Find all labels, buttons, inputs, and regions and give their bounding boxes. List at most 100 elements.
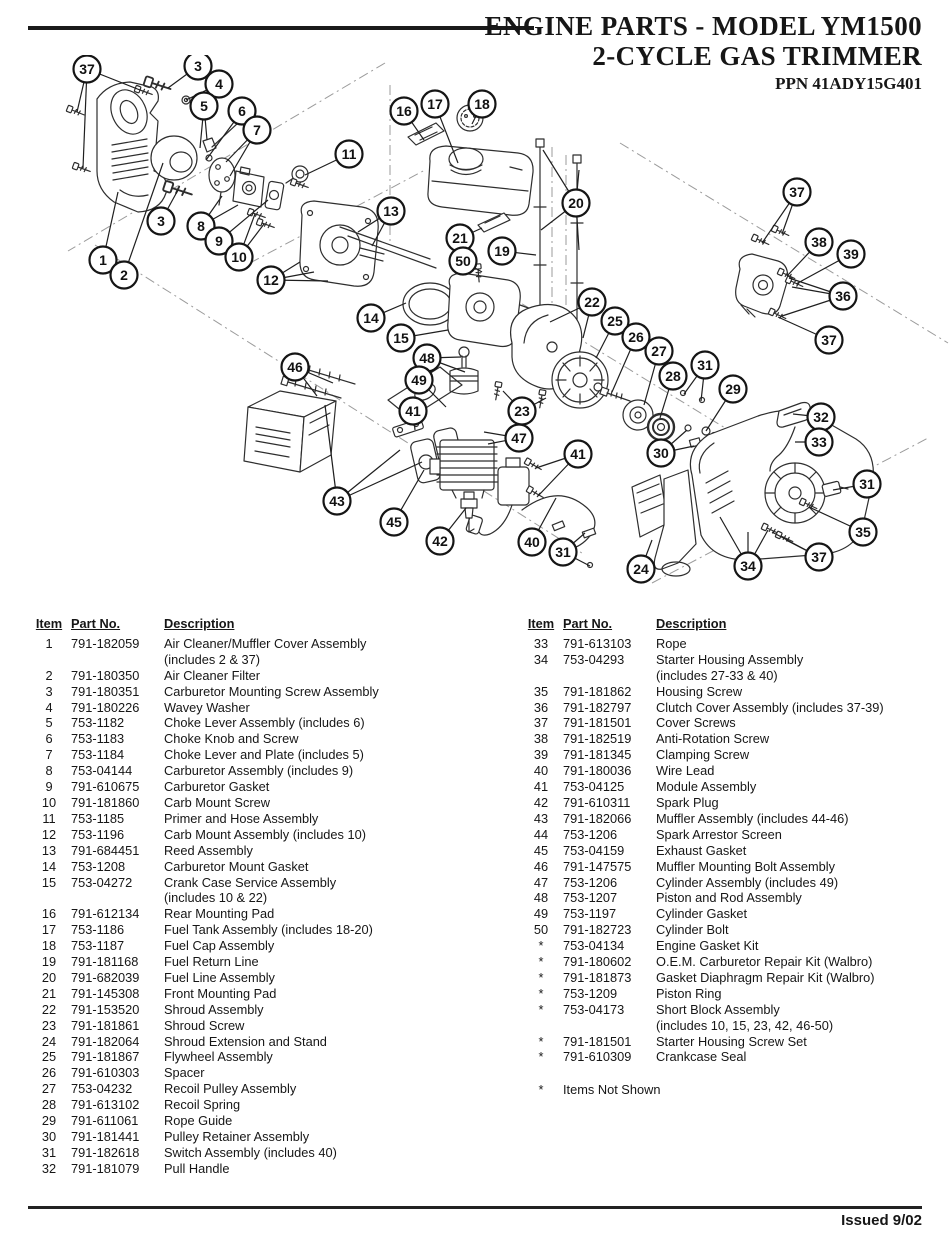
part-description: Piston Ring: [656, 985, 722, 1001]
item-number: 47: [533, 874, 549, 890]
item-number: 2: [45, 667, 53, 683]
part-number: 791-180351: [71, 683, 140, 699]
part-description: Primer and Hose Assembly: [164, 810, 319, 826]
item-number: 13: [41, 842, 57, 858]
svg-text:1: 1: [99, 252, 107, 268]
part-number: 791-180602: [563, 954, 632, 970]
leader-line: [324, 404, 338, 502]
item-number: 4: [45, 699, 53, 715]
part-number: 791-182066: [563, 810, 632, 826]
item-number: *: [538, 1033, 544, 1049]
svg-text:42: 42: [432, 533, 448, 549]
svg-text:2: 2: [120, 267, 128, 283]
svg-text:31: 31: [859, 476, 875, 492]
svg-text:21: 21: [452, 230, 468, 246]
item-number: 42: [533, 794, 549, 810]
part-ignition-coil: [465, 457, 530, 536]
item-number: 15: [41, 874, 57, 890]
part-number: 791-682039: [71, 969, 140, 985]
part-description: Carburetor Assembly (includes 9): [164, 763, 354, 779]
part-description: Cylinder Bolt: [656, 922, 729, 938]
leader-line: [336, 461, 423, 502]
part-number: 753-1187: [71, 938, 125, 954]
callout-2: 2: [109, 260, 139, 290]
item-number: 45: [533, 842, 549, 858]
part-description: Choke Lever and Plate (includes 5): [164, 747, 364, 763]
svg-text:16: 16: [396, 103, 412, 119]
leader-line: [123, 162, 164, 276]
svg-text:43: 43: [329, 493, 345, 509]
item-number: 32: [41, 1160, 57, 1176]
part-piston-and-rod: [449, 346, 479, 395]
part-number: 791-180036: [563, 763, 632, 779]
svg-text:31: 31: [555, 544, 571, 560]
part-description: Carb Mount Screw: [164, 794, 270, 810]
svg-text:15: 15: [393, 330, 409, 346]
part-description: Cylinder Assembly (includes 49): [656, 874, 839, 890]
part-description: Carburetor Gasket: [164, 779, 270, 795]
item-number: *: [538, 985, 544, 1001]
item-number: 41: [533, 779, 549, 795]
item-number: 39: [533, 747, 549, 763]
callout-50: 50: [448, 246, 478, 276]
callout-27: 27: [644, 336, 674, 366]
svg-text:17: 17: [427, 96, 443, 112]
svg-text:7: 7: [253, 122, 261, 138]
part-number: 753-1182: [71, 715, 125, 731]
description-continuation: (includes 27-33 & 40): [656, 667, 778, 683]
part-number: 791-182519: [563, 731, 632, 747]
svg-text:3: 3: [194, 58, 202, 74]
callout-38: 38: [804, 227, 834, 257]
svg-text:28: 28: [665, 368, 681, 384]
callout-18: 18: [467, 89, 497, 119]
item-number: 27: [41, 1081, 57, 1097]
callout-20: 20: [561, 188, 591, 218]
ppn-number: PPN 41ADY15G401: [775, 74, 922, 93]
item-number: 48: [533, 890, 549, 906]
part-cylinder: [429, 439, 498, 499]
part-number: 791-181860: [71, 794, 140, 810]
svg-text:29: 29: [725, 381, 741, 397]
svg-text:11: 11: [342, 146, 357, 162]
part-description: Engine Gasket Kit: [656, 938, 759, 954]
item-number: 40: [533, 763, 549, 779]
item-number: 10: [41, 794, 57, 810]
part-switch-assembly: [821, 480, 849, 497]
part-number: 791-145308: [71, 985, 140, 1001]
part-description: Flywheel Assembly: [164, 1049, 273, 1065]
parts-row: 10 791-181860 Carb Mount Screw: [27, 795, 495, 811]
part-description: Gasket Diaphragm Repair Kit (Walbro): [656, 969, 875, 985]
part-number: 791-180350: [71, 667, 140, 683]
part-description: Module Assembly: [656, 779, 757, 795]
part-number: 791-613103: [563, 635, 632, 651]
item-number: 14: [41, 858, 57, 874]
part-description: Switch Assembly (includes 40): [164, 1144, 337, 1160]
item-number: 11: [42, 810, 56, 826]
callout-3: 3: [183, 55, 213, 81]
item-number: 33: [533, 635, 549, 651]
part-description: Carburetor Mounting Screw Assembly: [164, 683, 379, 699]
callout-34: 34: [733, 551, 763, 581]
part-description: Air Cleaner/Muffler Cover Assembly(inclu…: [164, 636, 495, 668]
part-description: Choke Lever Assembly (includes 6): [164, 715, 365, 731]
part-number: 753-1209: [563, 985, 618, 1001]
part-number: 791-610303: [71, 1065, 140, 1081]
callout-40: 40: [517, 527, 547, 557]
svg-text:25: 25: [607, 313, 623, 329]
item-number: *: [538, 969, 544, 985]
part-number: 753-1206: [563, 874, 618, 890]
